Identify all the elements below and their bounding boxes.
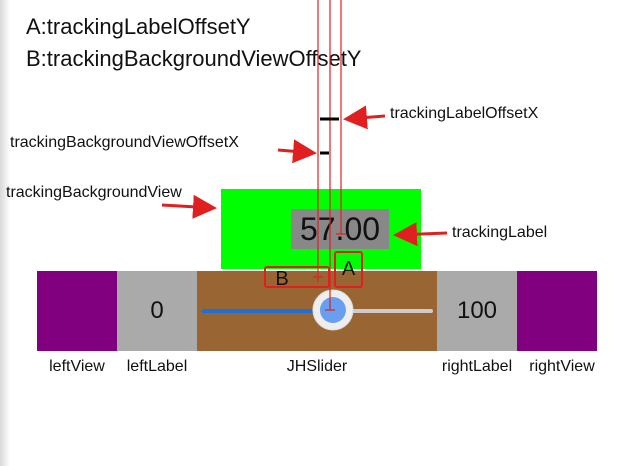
right-label: 100: [437, 271, 517, 351]
arrow-tracking-label: [393, 222, 448, 247]
box-b-letter: B: [275, 268, 289, 290]
left-edge-shadow: [0, 0, 10, 466]
legend-a: A:trackingLabelOffsetY: [26, 14, 251, 39]
bottom-label-right-label: rightLabel: [441, 358, 513, 375]
bottom-label-left-label: leftLabel: [126, 358, 188, 375]
arrow-background-view: [161, 194, 217, 219]
offset-y-box-a: [334, 251, 363, 288]
offset-y-box-b: [264, 266, 330, 288]
legend-b: B:trackingBackgroundViewOffsetY: [26, 46, 362, 71]
arrow-label-offset-x: [343, 105, 386, 130]
arrow-background-offset-x: [277, 139, 317, 164]
left-view: [37, 271, 117, 351]
box-a-letter: A: [341, 258, 356, 280]
right-view: [517, 271, 597, 351]
annotation-label-offset-x: trackingLabelOffsetX: [390, 105, 539, 122]
annotation-background-offset-x: trackingBackgroundViewOffsetX: [10, 134, 239, 151]
annotation-tracking-label: trackingLabel: [452, 224, 548, 241]
bottom-label-left-view: leftView: [49, 358, 105, 375]
bottom-label-right-view: rightView: [529, 358, 595, 375]
left-label: 0: [117, 271, 197, 351]
annotation-background-view: trackingBackgroundView: [6, 184, 182, 201]
tracking-label: 57.00: [291, 209, 389, 249]
bottom-label-slider: JHSlider: [286, 358, 348, 375]
